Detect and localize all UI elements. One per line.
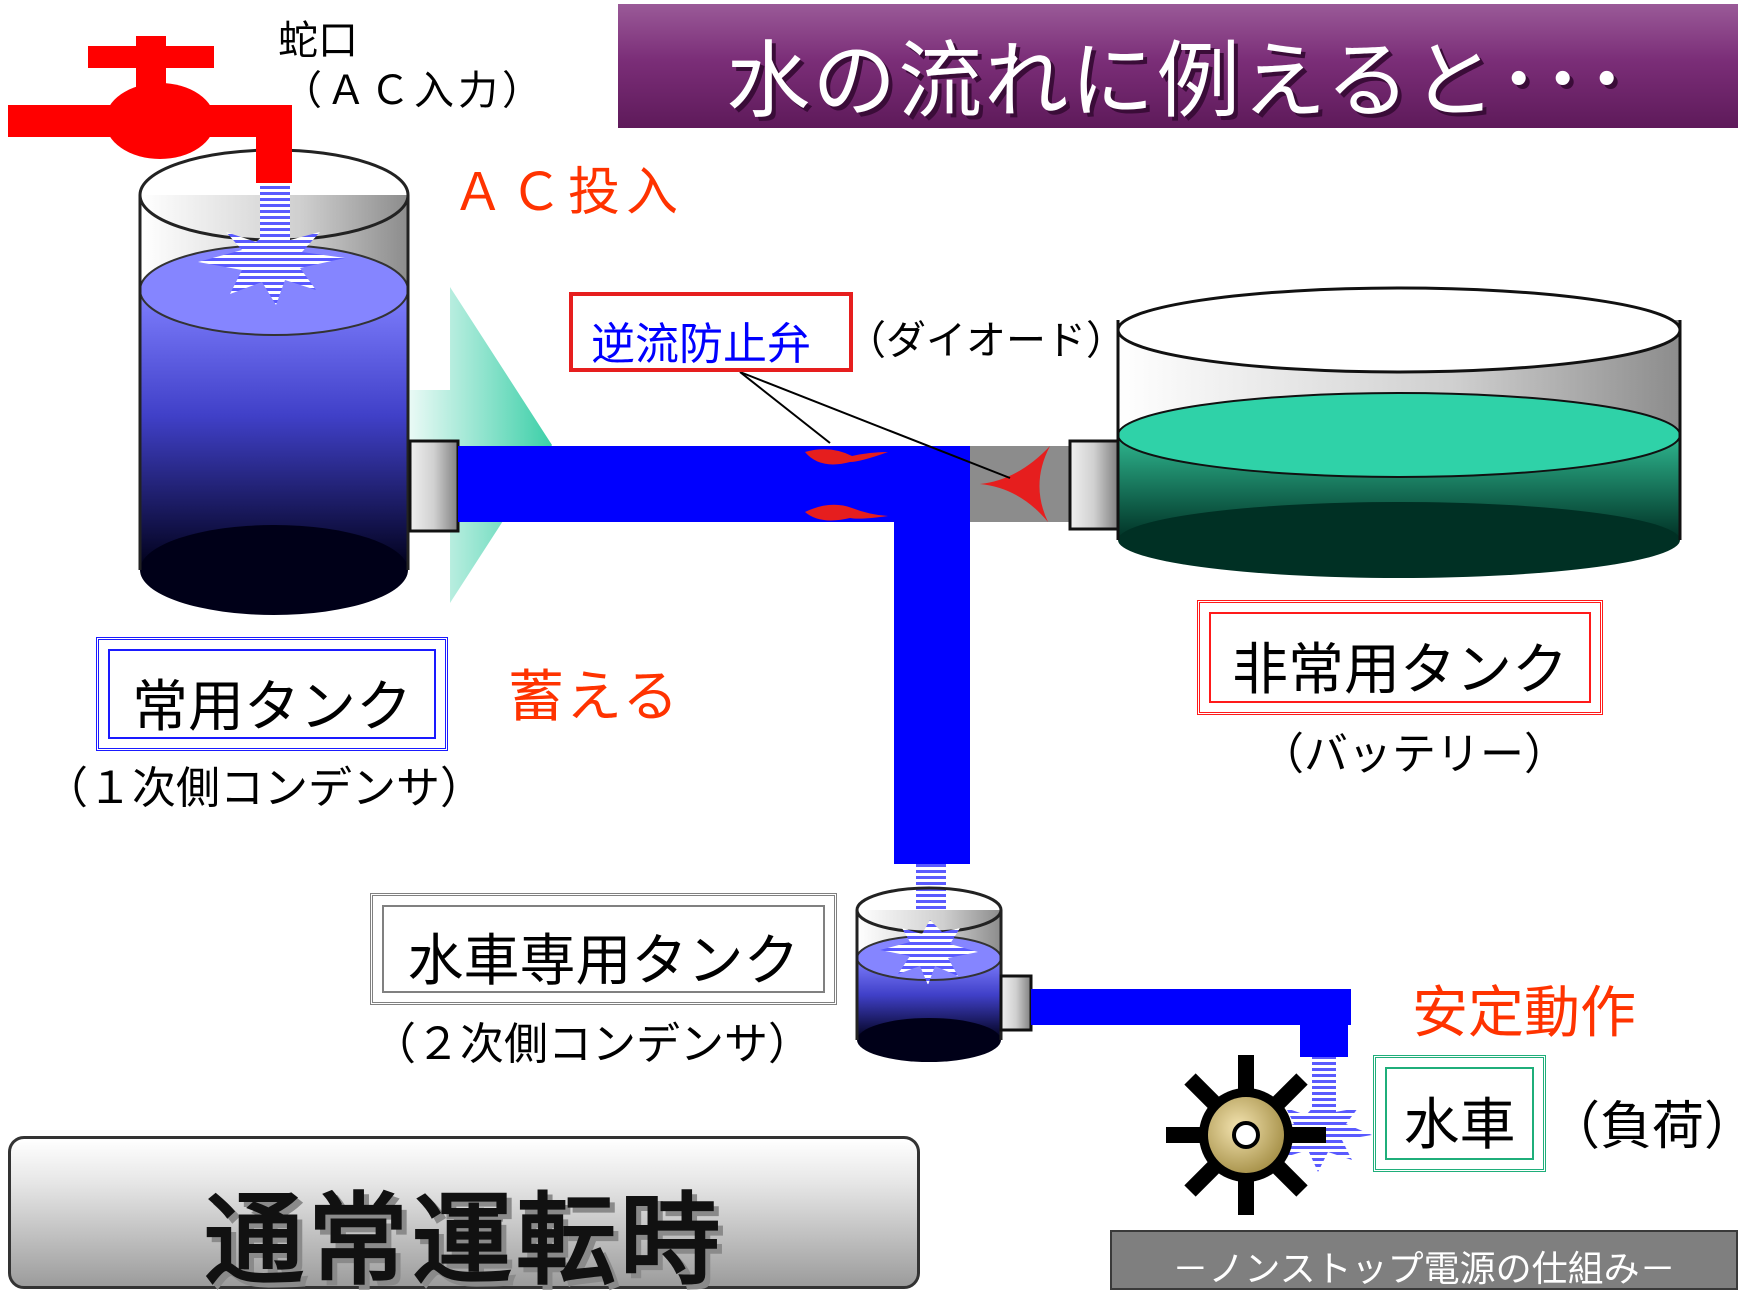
check-valve-sublabel: （ダイオード）	[846, 318, 1126, 364]
ac-in-label: ＡＣ投入	[452, 163, 685, 223]
primary-tank-sublabel: （１次側コンデンサ）	[44, 763, 484, 814]
primary-outlet	[408, 439, 460, 533]
mode-label: 通常運転時	[204, 1182, 724, 1299]
footer-label: －ノンストップ電源の仕組み－	[1172, 1249, 1676, 1290]
valve-flap-top	[805, 449, 888, 465]
faucet-sublabel: （ＡＣ入力）	[282, 68, 546, 114]
primary-tank-label: 常用タンク	[132, 675, 412, 740]
faucet-icon	[8, 36, 292, 183]
mode-panel: 通常運転時	[8, 1136, 920, 1299]
footer-bar: －ノンストップ電源の仕組み－	[1110, 1230, 1738, 1290]
waterwheel-sublabel: （負荷）	[1548, 1097, 1741, 1157]
store-label: 蓄える	[508, 665, 681, 730]
emergency-tank-label: 非常用タンク	[1232, 638, 1568, 703]
valve-flap-right	[980, 446, 1050, 522]
waterwheel-icon	[1166, 1055, 1326, 1215]
main-pipe	[458, 446, 970, 522]
waterwheel-tank-sublabel: （２次側コンデンサ）	[372, 1019, 812, 1070]
stable-label: 安定動作	[1412, 981, 1636, 1046]
store-arrow	[392, 287, 552, 603]
waterwheel-box: 水車	[1373, 1055, 1546, 1172]
valve-flap-bottom	[805, 504, 888, 521]
waterwheel-tank-box: 水車専用タンク	[370, 893, 837, 1005]
check-valve-label: 逆流防止弁	[591, 319, 811, 370]
waterwheel-tank-label: 水車専用タンク	[407, 929, 800, 994]
valve-leader-1	[739, 371, 831, 444]
faucet-label: 蛇口	[278, 18, 358, 64]
splash-icon	[198, 225, 345, 305]
waterwheel-outlet	[999, 974, 1033, 1032]
load-pipe-v	[1300, 989, 1348, 1057]
tank2-splash-icon	[880, 920, 978, 985]
down-pipe	[894, 446, 970, 864]
emergency-tank-sublabel: （バッテリー）	[1260, 729, 1568, 780]
battery-inlet	[1068, 439, 1120, 531]
valve-leader-2	[739, 371, 1011, 479]
emergency-tank	[1116, 286, 1682, 578]
primary-tank	[138, 148, 410, 615]
check-valve-box: 逆流防止弁	[569, 292, 853, 372]
emergency-tank-box: 非常用タンク	[1197, 600, 1603, 715]
load-pipe-h	[1031, 989, 1351, 1025]
primary-tank-box: 常用タンク	[96, 637, 448, 751]
title-banner: 水の流れに例えると･･･	[618, 4, 1738, 130]
page-title: 水の流れに例えると･･･	[726, 32, 1630, 130]
waterwheel-label: 水車	[1403, 1093, 1516, 1158]
